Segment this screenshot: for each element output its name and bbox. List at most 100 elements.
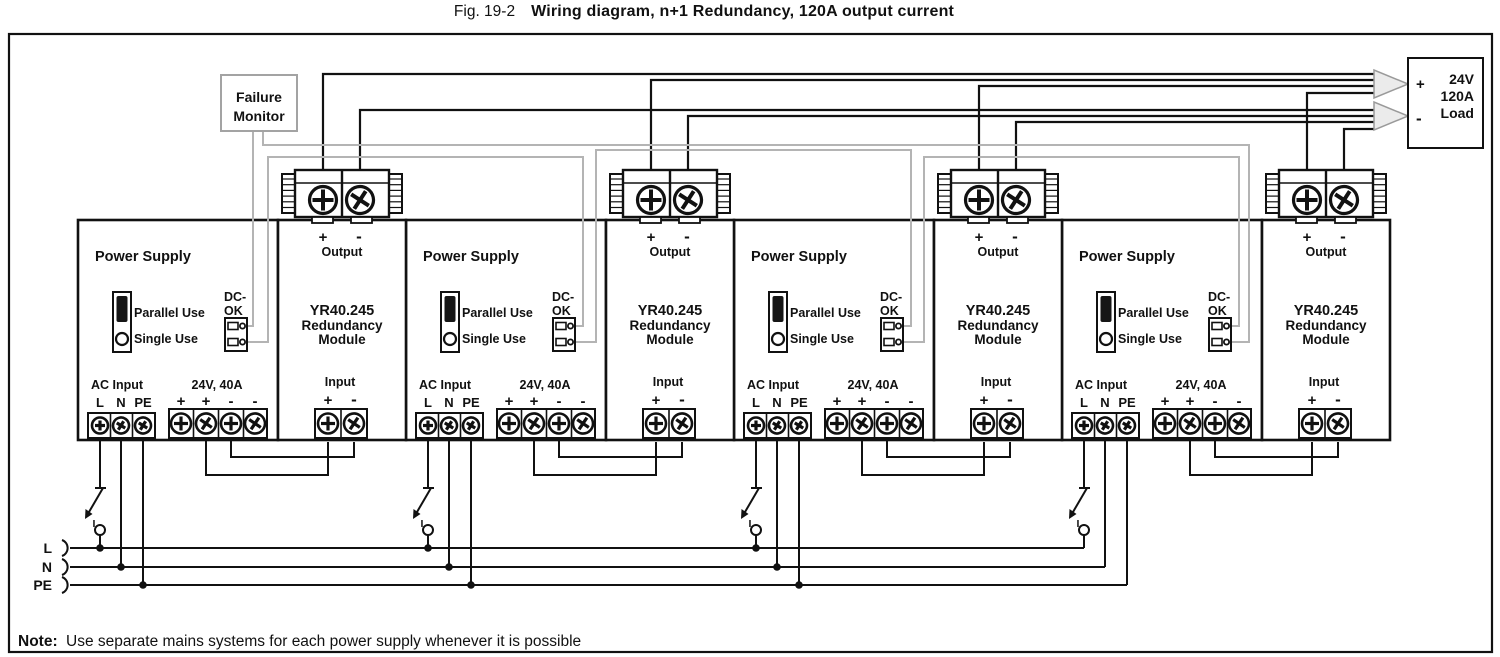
figure-caption: Wiring diagram, n+1 Redundancy, 120A out… (531, 3, 955, 20)
ac-terminal-label: N (1100, 395, 1109, 410)
dc-ok-contact-icon (1211, 337, 1223, 347)
dc-ok-chain-wire (247, 156, 584, 343)
figure-number: Fig. 19-2 (453, 3, 516, 20)
screw-terminal-icon (547, 412, 571, 435)
output-label: Output (978, 245, 1020, 259)
ac-terminal-label: L (96, 395, 104, 410)
dc-ok-label-1: DC- (880, 290, 902, 304)
module-name-label-2: Module (318, 332, 366, 347)
junction-dot (773, 563, 781, 571)
input-plus-label: + (1308, 392, 1317, 409)
dc-terminal-label: + (177, 393, 186, 410)
input-label: Input (1309, 375, 1340, 389)
breaker-arrow-icon (413, 509, 421, 519)
dc-ok-contact-pin-icon (567, 338, 575, 346)
screw-terminal-icon (850, 412, 874, 435)
terminal-tab-icon (1334, 216, 1357, 224)
ac-terminal-label: N (772, 395, 781, 410)
load-box: + - 24V 120A Load (1373, 57, 1484, 149)
note-label: Note: (18, 633, 58, 650)
screw-terminal-icon (1326, 412, 1350, 435)
module-name-label-2: Module (646, 332, 694, 347)
mains-connector-arc (61, 576, 69, 594)
ac-terminal-label: L (424, 395, 432, 410)
dc-terminal-label: + (202, 393, 211, 410)
dc-plus-link-wire (533, 436, 657, 476)
dc-ok-label-2: OK (880, 304, 899, 318)
dc-ok-chain-wire (575, 149, 912, 343)
parallel-use-label: Parallel Use (790, 306, 861, 320)
screw-terminal-icon (461, 416, 481, 435)
dc-ok-contact-icon (883, 321, 895, 331)
dc-ok-contact-pin-icon (567, 322, 575, 330)
wire (416, 487, 432, 513)
ac-input-label: AC Input (1075, 378, 1128, 392)
output-plus-label: + (647, 229, 656, 246)
screw-terminal-icon (243, 412, 267, 435)
screw-terminal-icon (1153, 412, 1177, 435)
junction-dot (424, 544, 432, 552)
note-text: Use separate mains systems for each powe… (66, 633, 581, 650)
redundancy-module-unit-1 (276, 218, 408, 442)
screw-terminal-icon (316, 412, 340, 435)
breaker-i-label: I (93, 518, 96, 530)
module-model-label: YR40.245 (638, 303, 703, 319)
screw-terminal-icon (169, 412, 193, 435)
dc-ok-contact-pin-icon (238, 338, 246, 346)
dc-plus-link-wire (1189, 436, 1313, 476)
output-plus-wire (1305, 91, 1374, 176)
screw-terminal-icon (789, 416, 809, 435)
output-plus-label: + (1303, 229, 1312, 246)
note-row: Note: Use separate mains systems for eac… (18, 633, 581, 650)
redundancy-module-unit-4 (1260, 218, 1392, 442)
dc-ok-label-1: DC- (1208, 290, 1230, 304)
load-minus-label: - (1416, 109, 1422, 128)
output-minus-label: - (356, 227, 362, 246)
mains-labels: L N PE (33, 540, 52, 593)
output-plus-label: + (319, 229, 328, 246)
parallel-use-label: Parallel Use (462, 306, 533, 320)
parallel-use-label: Parallel Use (1118, 306, 1189, 320)
output-plus-wire (977, 84, 1374, 176)
dc-ok-chain-wire (903, 156, 1240, 343)
screw-terminal-icon (672, 184, 704, 216)
output-terminal-block (281, 168, 403, 224)
dc-ok-contact-icon (555, 321, 567, 331)
mode-switch-single-icon (1098, 331, 1114, 347)
screw-terminal-icon (670, 412, 694, 435)
input-plus-label: + (324, 392, 333, 409)
output-minus-label: - (684, 227, 690, 246)
input-label: Input (653, 375, 684, 389)
module-model-label: YR40.245 (966, 303, 1031, 319)
dc-terminal-label: + (833, 393, 842, 410)
terminal-tab-icon (1295, 216, 1318, 224)
dc-terminal-label: - (253, 393, 258, 410)
output-terminal-block (609, 168, 731, 224)
ac-terminal-label: PE (790, 395, 808, 410)
terminal-tab-icon (311, 216, 334, 224)
load-name-label: Load (1441, 105, 1474, 121)
dc-terminal-label: + (1161, 393, 1170, 410)
dc-terminal-label: + (1186, 393, 1195, 410)
wire (1072, 487, 1088, 513)
junction-dot (795, 581, 803, 589)
dc-output-rating-label: 24V, 40A (520, 378, 571, 392)
input-minus-label: - (679, 390, 685, 409)
dc-terminal-label: - (229, 393, 234, 410)
dc-output-rating-label: 24V, 40A (848, 378, 899, 392)
breaker-switch-icon: I (741, 487, 762, 548)
dc-terminal-label: - (581, 393, 586, 410)
ac-terminal-label: PE (1118, 395, 1136, 410)
screw-terminal-icon (1300, 412, 1324, 435)
screw-terminal-icon (767, 416, 787, 435)
output-plus-wire (321, 72, 1374, 176)
ac-input-label: AC Input (419, 378, 472, 392)
dc-output-rating-label: 24V, 40A (1176, 378, 1227, 392)
load-current-label: 120A (1441, 88, 1474, 104)
